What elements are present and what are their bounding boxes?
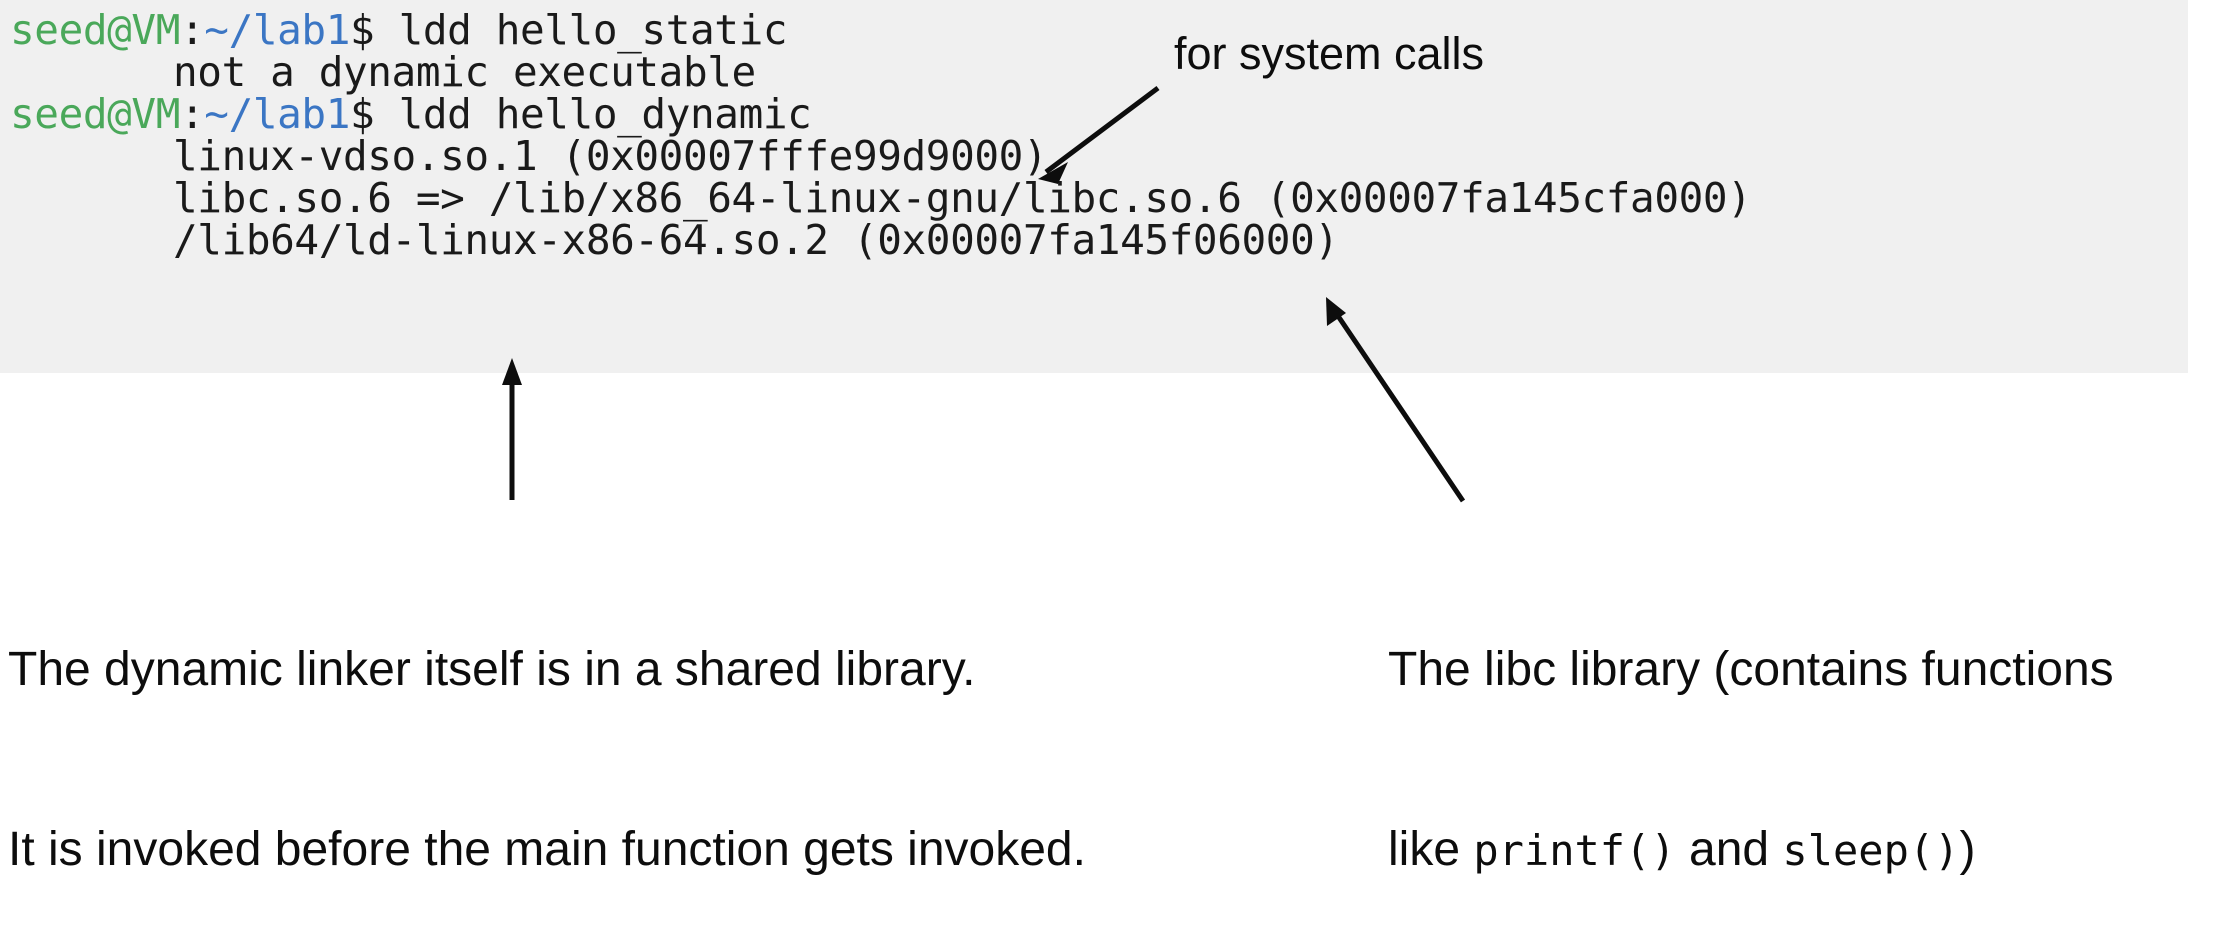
annotation-libc-line2: like printf() and sleep()) [1388, 820, 2114, 881]
output-text: libc.so.6 => /lib/x86_64-linux-gnu/libc.… [173, 174, 1752, 222]
terminal-line-output-1: not a dynamic executable [10, 46, 756, 98]
annotation-linker-line1: The dynamic linker itself is in a shared… [8, 643, 976, 696]
prompt-path: ~/lab1 [204, 90, 351, 138]
annotation-libc-code-printf: printf() [1473, 826, 1676, 875]
prompt-user-host: seed@VM [10, 90, 180, 138]
annotation-libc-mid: and [1675, 823, 1783, 876]
annotation-libc-prefix: like [1388, 823, 1474, 876]
annotation-dynamic-linker: The dynamic linker itself is in a shared… [8, 520, 1086, 940]
prompt-user-host: seed@VM [10, 6, 180, 54]
prompt-separator: : [180, 6, 205, 54]
output-text: not a dynamic executable [173, 48, 756, 96]
terminal-line-command-2: seed@VM:~/lab1$ ldd hello_dynamic [10, 88, 812, 140]
annotation-libc-line1: The libc library (contains functions [1388, 643, 2114, 696]
annotation-libc-suffix: ) [1959, 823, 1976, 876]
output-text: /lib64/ld-linux-x86-64.so.2 (0x00007fa14… [173, 216, 1339, 264]
terminal-line-output-libc: libc.so.6 => /lib/x86_64-linux-gnu/libc.… [10, 172, 1752, 224]
terminal-line-command-1: seed@VM:~/lab1$ ldd hello_static [10, 4, 788, 56]
prompt-path: ~/lab1 [204, 6, 351, 54]
terminal-line-output-ldlinux: /lib64/ld-linux-x86-64.so.2 (0x00007fa14… [10, 214, 1339, 266]
arrow-dynamic-linker [502, 358, 522, 500]
annotation-syscalls: for system calls [1174, 26, 1484, 82]
annotation-libc-code-sleep: sleep() [1782, 826, 1960, 875]
terminal-panel[interactable]: seed@VM:~/lab1$ ldd hello_static not a d… [0, 0, 2188, 373]
prompt-symbol: $ [350, 90, 399, 138]
terminal-line-output-vdso: linux-vdso.so.1 (0x00007fffe99d9000) [10, 130, 1048, 182]
annotation-syscalls-text: for system calls [1174, 28, 1485, 79]
annotation-libc-library: The libc library (contains functions lik… [1388, 520, 2114, 941]
command-text: ldd hello_static [398, 6, 788, 54]
command-text: ldd hello_dynamic [398, 90, 812, 138]
annotation-linker-line2: It is invoked before the main function g… [8, 823, 1086, 876]
prompt-separator: : [180, 90, 205, 138]
prompt-symbol: $ [350, 6, 399, 54]
output-text: linux-vdso.so.1 (0x00007fffe99d9000) [173, 132, 1048, 180]
